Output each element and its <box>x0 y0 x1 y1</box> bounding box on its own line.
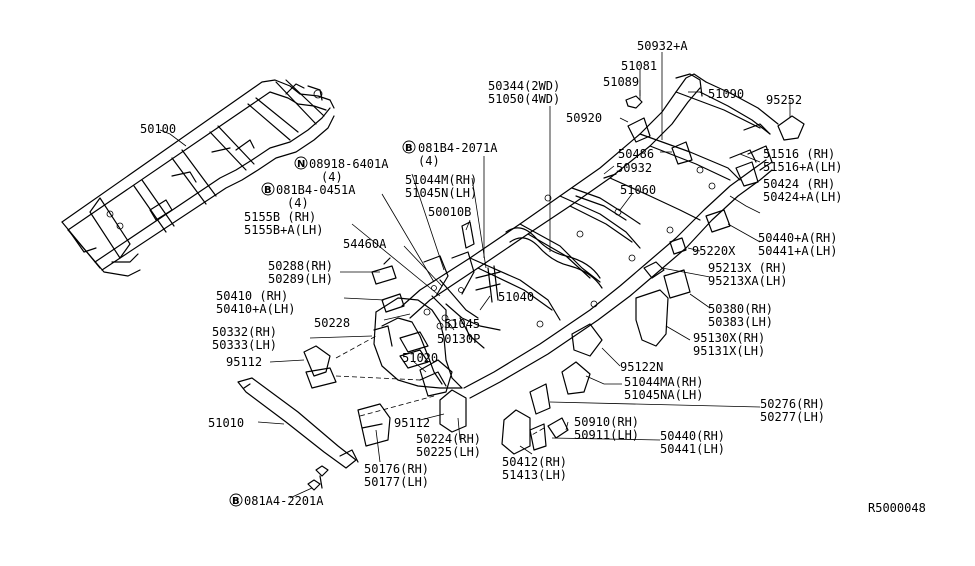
label-51020: 51020 <box>402 351 438 365</box>
label-50225: 50225(LH) <box>416 445 481 459</box>
label-50910: 50910(RH) <box>574 415 639 429</box>
label-50224: 50224(RH) <box>416 432 481 446</box>
circle-b-letter-3: B <box>232 496 240 507</box>
label-51040: 51040 <box>498 290 534 304</box>
circle-n-icon <box>294 156 308 170</box>
label-50344: 50344(2WD) <box>488 79 560 93</box>
main-frame <box>373 73 779 399</box>
circle-b-letter-2: B <box>264 185 272 196</box>
label-50410: 50410 (RH) <box>216 289 288 303</box>
label-081B4-0451A: 081B4-0451A <box>276 183 356 197</box>
label-50277: 50277(LH) <box>760 410 825 424</box>
label-51516A: 51516+A(LH) <box>763 160 842 174</box>
label-08918-6401A: 08918-6401A <box>309 157 389 171</box>
label-50333: 50333(LH) <box>212 338 277 352</box>
label-50441A: 50441+A(LH) <box>758 244 837 258</box>
small-parts <box>237 95 805 491</box>
label-081B4-2071A: 081B4-2071A <box>418 141 498 155</box>
diagram-id: R5000048 <box>868 501 926 515</box>
label-95213X: 95213X (RH) <box>708 261 787 275</box>
circle-b-icon-3 <box>229 493 243 507</box>
label-95112a: 95112 <box>226 355 262 369</box>
label-51090: 51090 <box>708 87 744 101</box>
label-50289: 50289(LH) <box>268 272 333 286</box>
label-51516: 51516 (RH) <box>763 147 835 161</box>
label-51089: 51089 <box>603 75 639 89</box>
circle-b-icon-2 <box>261 182 275 196</box>
label-50441: 50441(LH) <box>660 442 725 456</box>
label-50130P: 50130P <box>437 332 480 346</box>
part-labels: 50932+A 51081 51089 51090 95252 50344(2W… <box>140 39 926 515</box>
label-51044M: 51044M(RH) <box>405 173 477 187</box>
circle-b-icon <box>402 140 416 154</box>
leader-lines <box>159 52 791 499</box>
label-50410A: 50410+A(LH) <box>216 302 295 316</box>
frame-overview-50100 <box>61 79 335 277</box>
label-51044MA: 51044MA(RH) <box>624 375 703 389</box>
label-0451A-qty: (4) <box>287 196 309 210</box>
label-50288: 50288(RH) <box>268 259 333 273</box>
label-5155BA: 5155B+A(LH) <box>244 223 323 237</box>
label-95122N: 95122N <box>620 360 663 374</box>
label-50010B: 50010B <box>428 205 471 219</box>
label-50412: 50412(RH) <box>502 455 567 469</box>
label-50228: 50228 <box>314 316 350 330</box>
label-95112b: 95112 <box>394 416 430 430</box>
label-2071A-qty: (4) <box>418 154 440 168</box>
label-51060: 51060 <box>620 183 656 197</box>
label-51050: 51050(4WD) <box>488 92 560 106</box>
label-54460A: 54460A <box>343 237 387 251</box>
label-95220X: 95220X <box>692 244 736 258</box>
label-50911: 50911(LH) <box>574 428 639 442</box>
label-50100: 50100 <box>140 122 176 136</box>
label-95252: 95252 <box>766 93 802 107</box>
label-50380: 50380(RH) <box>708 302 773 316</box>
label-50276: 50276(RH) <box>760 397 825 411</box>
label-51045NA: 51045NA(LH) <box>624 388 703 402</box>
label-50932: 50932 <box>616 161 652 175</box>
label-50424: 50424 (RH) <box>763 177 835 191</box>
label-51081: 51081 <box>621 59 657 73</box>
label-50424A: 50424+A(LH) <box>763 190 842 204</box>
label-50332: 50332(RH) <box>212 325 277 339</box>
label-50177: 50177(LH) <box>364 475 429 489</box>
label-50932A: 50932+A <box>637 39 688 53</box>
label-081A4-2201A: 081A4-2201A <box>244 494 324 508</box>
label-51010: 51010 <box>208 416 244 430</box>
label-50486: 50486 <box>618 147 654 161</box>
label-95213XA: 95213XA(LH) <box>708 274 787 288</box>
label-51413: 51413(LH) <box>502 468 567 482</box>
label-51045N: 51045N(LH) <box>405 186 477 200</box>
label-50176: 50176(RH) <box>364 462 429 476</box>
label-50383: 50383(LH) <box>708 315 773 329</box>
label-50440A: 50440+A(RH) <box>758 231 837 245</box>
label-50920: 50920 <box>566 111 602 125</box>
circle-b-letter: B <box>405 143 413 154</box>
label-95130X: 95130X(RH) <box>693 331 765 345</box>
circle-n-letter: N <box>297 159 305 170</box>
label-5155B: 5155B (RH) <box>244 210 316 224</box>
label-6401A-qty: (4) <box>321 170 343 184</box>
label-50440: 50440(RH) <box>660 429 725 443</box>
label-51045: 51045 <box>444 317 480 331</box>
label-95131X: 95131X(LH) <box>693 344 765 358</box>
